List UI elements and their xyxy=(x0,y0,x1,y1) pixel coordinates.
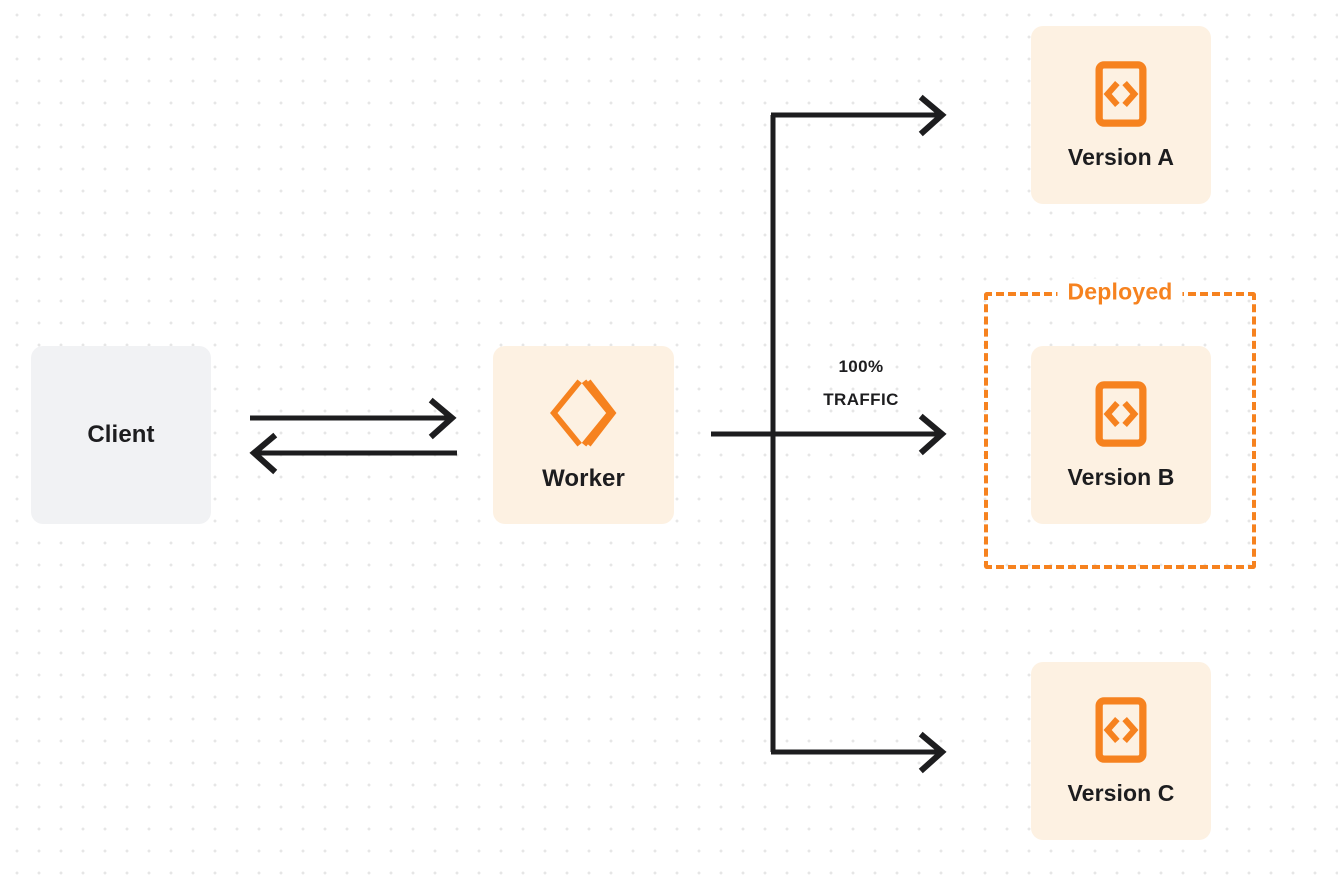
node-version-a-label: Version A xyxy=(1067,143,1175,170)
arrow-worker-to-versions-trunk xyxy=(711,115,940,752)
node-version-b[interactable]: Version B xyxy=(1031,346,1211,524)
traffic-percent-caption: TRAFFIC xyxy=(823,390,899,409)
arrow-branch-version-b xyxy=(918,413,947,456)
cloudflare-workers-logo-icon xyxy=(548,377,620,449)
arrow-client-to-worker xyxy=(250,397,457,440)
arrow-branch-version-c xyxy=(771,731,947,774)
traffic-percent-value: 100% xyxy=(838,357,884,376)
code-brackets-icon xyxy=(1094,60,1148,128)
group-deployed: Deployed xyxy=(984,278,1256,569)
node-version-b-label: Version B xyxy=(1067,463,1175,490)
node-worker-label: Worker xyxy=(542,465,625,492)
node-client-label: Client xyxy=(87,421,155,448)
arrow-worker-to-client xyxy=(249,432,457,475)
arrow-branch-version-a xyxy=(771,94,947,137)
node-version-c[interactable]: Version C xyxy=(1031,662,1211,840)
group-deployed-label: Deployed xyxy=(1057,278,1183,306)
node-worker[interactable]: Worker xyxy=(493,346,674,524)
code-brackets-icon xyxy=(1094,696,1148,764)
traffic-percentage-label: 100% TRAFFIC xyxy=(800,350,922,416)
node-version-c-label: Version C xyxy=(1067,779,1175,806)
node-client[interactable]: Client xyxy=(31,346,211,524)
code-brackets-icon xyxy=(1094,380,1148,448)
node-version-a[interactable]: Version A xyxy=(1031,26,1211,204)
